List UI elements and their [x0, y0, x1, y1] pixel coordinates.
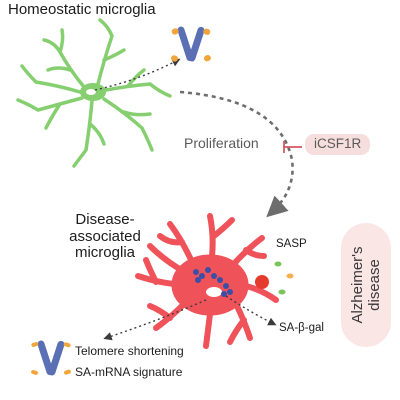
inhibition-bar-icon	[283, 141, 302, 153]
shortened-telomere-chromosome-icon	[31, 340, 71, 376]
sasp-label: SASP	[276, 238, 307, 250]
dam-to-sabgal-arrow	[225, 295, 277, 326]
alzheimers-disease-label: Alzheimer's disease	[349, 246, 384, 323]
homeostatic-microglia-cell	[16, 18, 172, 168]
disease-associated-microglia-label: Disease-associated microglia	[69, 211, 141, 261]
telomere-shortening-label: Telomere shortening	[75, 344, 184, 358]
alzheimers-disease-pill	[341, 223, 391, 347]
lysosome-cluster	[193, 267, 233, 297]
healthy-chromosome-icon	[171, 26, 211, 62]
sa-mrna-signature-label: SA-mRNA signature	[75, 365, 183, 379]
homeostatic-microglia-label: Homeostatic microglia	[8, 1, 156, 18]
alzheimers-line-2: disease	[366, 259, 383, 311]
alzheimers-line-1: Alzheimer's	[348, 246, 366, 324]
nucleus-to-chromosome-arrow	[94, 58, 181, 91]
disease-associated-microglia-cell	[135, 213, 279, 349]
icsf1r-badge: iCSF1R	[305, 134, 371, 155]
sa-beta-gal-label: SA-β-gal	[279, 322, 324, 334]
proliferation-arrow	[179, 90, 294, 218]
dam-to-telomere-arrow	[103, 299, 207, 341]
proliferation-label: Proliferation	[184, 135, 259, 151]
dam-nucleus	[206, 287, 222, 297]
sasp-particles	[255, 261, 294, 295]
